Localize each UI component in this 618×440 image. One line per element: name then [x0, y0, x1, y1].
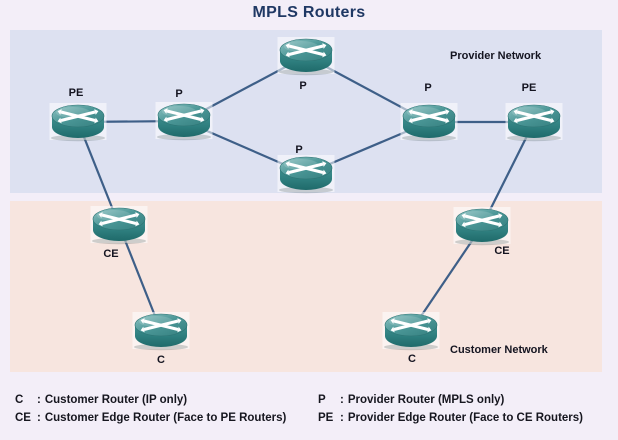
customer-network-label: Customer Network: [450, 344, 548, 356]
legend-item: PE:Provider Edge Router (Face to CE Rout…: [318, 409, 583, 427]
router-icon: [453, 207, 511, 246]
router-ce-right: [453, 206, 511, 246]
router-label-p-bottom: P: [295, 144, 303, 156]
router-label-c-right: C: [408, 353, 416, 365]
router-label-pe-left: PE: [68, 87, 84, 99]
router-label-p-left: P: [175, 88, 183, 100]
router-icon: [277, 37, 335, 76]
router-icon: [90, 206, 148, 245]
router-ce-left: [90, 205, 148, 245]
legend-item: CE:Customer Edge Router (Face to PE Rout…: [15, 409, 286, 427]
legend-separator: :: [340, 394, 344, 406]
router-label-p-top: P: [299, 80, 307, 92]
legend-desc: Provider Router (MPLS only): [347, 394, 505, 406]
router-pe-right: [505, 102, 563, 142]
legend-separator: :: [37, 412, 41, 424]
router-p-top: [277, 36, 335, 76]
router-p-bottom: [277, 154, 335, 194]
router-label-ce-left: CE: [103, 248, 119, 260]
legend-item: C:Customer Router (IP only): [15, 391, 286, 409]
router-label-ce-right: CE: [494, 245, 510, 257]
legend-term: C: [15, 394, 24, 406]
router-icon: [49, 103, 107, 142]
legend-column-1: C:Customer Router (IP only)CE:Customer E…: [15, 391, 286, 427]
legend: C:Customer Router (IP only)CE:Customer E…: [0, 391, 618, 435]
router-icon: [277, 155, 335, 194]
router-icon: [155, 102, 213, 141]
legend-separator: :: [37, 394, 41, 406]
router-label-pe-right: PE: [521, 82, 537, 94]
legend-column-2: P:Provider Router (MPLS only)PE:Provider…: [318, 391, 583, 427]
provider-network-label: Provider Network: [450, 50, 542, 62]
legend-desc: Provider Edge Router (Face to CE Routers…: [347, 412, 583, 424]
router-p-right: [400, 102, 458, 142]
router-icon: [400, 103, 458, 142]
legend-separator: :: [340, 412, 344, 424]
legend-term: P: [318, 394, 326, 406]
legend-term: CE: [15, 412, 31, 424]
router-pe-left: [49, 102, 107, 142]
router-c-left: [132, 311, 190, 351]
legend-desc: Customer Edge Router (Face to PE Routers…: [44, 412, 287, 424]
legend-item: P:Provider Router (MPLS only): [318, 391, 583, 409]
router-label-p-right: P: [424, 82, 432, 94]
router-p-left: [155, 101, 213, 141]
router-c-right: [382, 311, 440, 351]
legend-term: PE: [318, 412, 334, 424]
router-icon: [132, 312, 190, 351]
router-label-c-left: C: [157, 354, 165, 366]
legend-desc: Customer Router (IP only): [44, 394, 188, 406]
router-icon: [382, 312, 440, 351]
page-title: MPLS Routers: [252, 4, 366, 21]
router-icon: [505, 103, 563, 142]
